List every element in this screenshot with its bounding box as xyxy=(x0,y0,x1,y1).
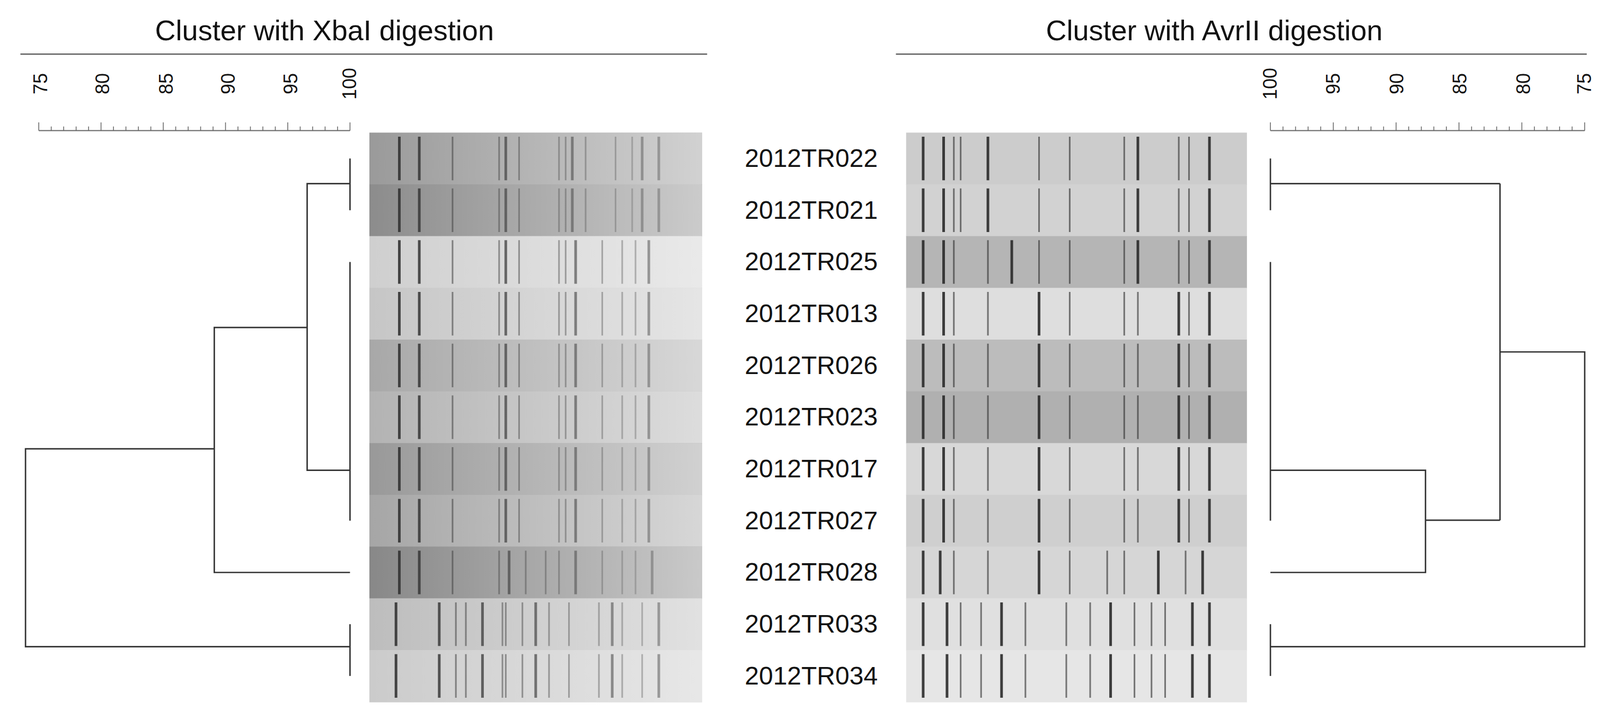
similarity-scale xyxy=(1270,122,1585,131)
strain-label: 2012TR013 xyxy=(744,299,878,329)
strain-label: 2012TR022 xyxy=(744,144,878,173)
strain-label: 2012TR017 xyxy=(744,455,878,484)
dendrogram-branch xyxy=(307,183,351,471)
panel-title: Cluster with AvrII digestion xyxy=(1046,14,1383,47)
strain-label: 2012TR033 xyxy=(744,610,878,639)
dendrogram xyxy=(25,158,1585,677)
scale-number: 95 xyxy=(280,73,302,95)
header-rule xyxy=(895,53,1587,55)
strain-label: 2012TR026 xyxy=(744,351,878,380)
scale-number: 90 xyxy=(217,73,240,95)
dendrogram-branch xyxy=(25,448,350,648)
dendrogram-branch xyxy=(1269,261,1272,521)
dendrogram-branch xyxy=(1269,158,1272,211)
panel-title: Cluster with XbaI digestion xyxy=(155,14,494,47)
header-rule xyxy=(20,53,708,55)
scale-number: 95 xyxy=(1323,73,1345,95)
strain-label: 2012TR021 xyxy=(744,196,878,225)
gel-image xyxy=(369,132,703,703)
similarity-scale xyxy=(38,122,350,131)
scale-number: 75 xyxy=(1574,73,1596,95)
scale-number: 90 xyxy=(1386,73,1408,95)
scale-number: 75 xyxy=(30,73,52,95)
scale-number: 85 xyxy=(1449,73,1471,95)
dendrogram-branch xyxy=(1270,351,1585,647)
dendrogram-branch xyxy=(214,327,350,573)
dendrogram-branch xyxy=(349,624,351,677)
scale-number: 100 xyxy=(1259,67,1281,100)
scale-number: 80 xyxy=(1513,73,1535,95)
gel-image xyxy=(906,132,1248,703)
scale-number: 80 xyxy=(92,73,114,95)
strain-label: 2012TR027 xyxy=(744,506,878,535)
strain-label: 2012TR028 xyxy=(744,558,878,587)
dendrogram-branch xyxy=(1270,470,1426,573)
dendrogram-branch xyxy=(349,261,351,521)
strain-label: 2012TR023 xyxy=(744,403,878,432)
dendrogram-branch xyxy=(1269,624,1272,677)
dendrogram-branch xyxy=(349,158,351,211)
strain-label: 2012TR025 xyxy=(744,248,878,277)
dendrogram-branch xyxy=(1270,182,1500,185)
scale-number: 100 xyxy=(339,67,361,100)
scale-number: 85 xyxy=(155,73,178,95)
strain-label: 2012TR034 xyxy=(744,661,878,691)
dendrogram-branch xyxy=(1425,519,1501,522)
